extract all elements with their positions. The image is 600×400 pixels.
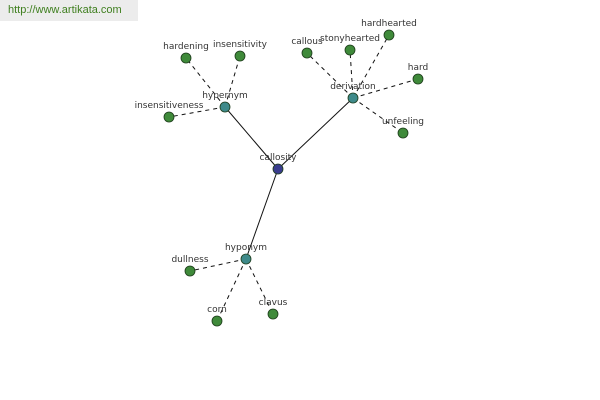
root-node-callosity[interactable] bbox=[272, 163, 284, 175]
edge-derivation-hard bbox=[352, 78, 419, 99]
word-node-insensitiveness[interactable] bbox=[163, 111, 175, 123]
word-node-dullness[interactable] bbox=[184, 265, 196, 277]
word-node-unfeeling[interactable] bbox=[397, 127, 409, 139]
edge-callosity-derivation bbox=[277, 97, 354, 170]
word-node-stonyhearted[interactable] bbox=[344, 44, 356, 56]
word-label-hardhearted: hardhearted bbox=[361, 19, 417, 29]
edge-hyponym-corn bbox=[216, 258, 247, 322]
word-label-hard: hard bbox=[408, 63, 428, 73]
word-label-corn: corn bbox=[207, 305, 227, 315]
word-node-hard[interactable] bbox=[412, 73, 424, 85]
source-url-badge[interactable]: http://www.artikata.com bbox=[0, 0, 138, 21]
edge-hypernym-hardening bbox=[185, 57, 226, 108]
word-node-clavus[interactable] bbox=[267, 308, 279, 320]
word-label-hardening: hardening bbox=[163, 42, 209, 52]
root-label: callosity bbox=[259, 153, 297, 163]
word-label-stonyhearted: stonyhearted bbox=[320, 34, 380, 44]
relation-label-hypernym: hypernym bbox=[202, 91, 248, 101]
relation-label-derivation: derivation bbox=[330, 82, 376, 92]
graph-nodes bbox=[163, 29, 424, 327]
edge-hypernym-insensitivity bbox=[224, 55, 241, 108]
word-label-callous: callous bbox=[291, 37, 323, 47]
graph-labels: callosity hypernym hardening insensitivity i… bbox=[135, 19, 429, 315]
word-label-unfeeling: unfeeling bbox=[382, 117, 424, 127]
edge-callosity-hyponym bbox=[245, 168, 279, 260]
edge-derivation-unfeeling bbox=[352, 97, 404, 134]
edge-hypernym-insensitiveness bbox=[168, 106, 226, 118]
graph-edges bbox=[168, 34, 419, 322]
relation-node-hyponym[interactable] bbox=[240, 253, 252, 265]
relation-node-derivation[interactable] bbox=[347, 92, 359, 104]
edge-derivation-stonyhearted bbox=[349, 49, 354, 99]
word-node-insensitivity[interactable] bbox=[234, 50, 246, 62]
word-label-dullness: dullness bbox=[171, 255, 208, 265]
word-node-hardhearted[interactable] bbox=[383, 29, 395, 41]
relation-label-hyponym: hyponym bbox=[225, 243, 267, 253]
edge-hyponym-dullness bbox=[189, 258, 247, 272]
word-node-hardening[interactable] bbox=[180, 52, 192, 64]
word-label-clavus: clavus bbox=[259, 298, 288, 308]
word-node-corn[interactable] bbox=[211, 315, 223, 327]
word-label-insensitiveness: insensitiveness bbox=[135, 101, 204, 111]
edge-callosity-hypernym bbox=[224, 106, 279, 170]
edge-derivation-callous bbox=[306, 52, 354, 99]
word-label-insensitivity: insensitivity bbox=[213, 40, 268, 50]
word-node-callous[interactable] bbox=[301, 47, 313, 59]
edge-hyponym-clavus bbox=[245, 258, 274, 315]
relation-node-hypernym[interactable] bbox=[219, 101, 231, 113]
